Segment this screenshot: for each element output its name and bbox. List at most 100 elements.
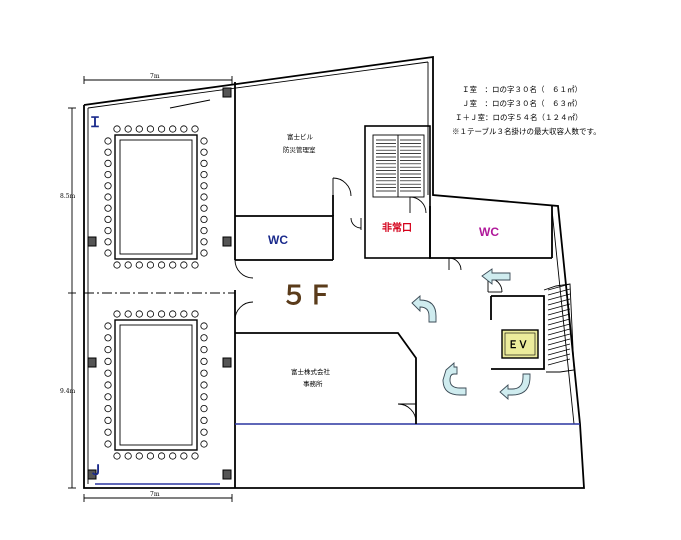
stair-tread xyxy=(547,323,571,331)
stair-tread xyxy=(547,333,571,341)
chair-icon xyxy=(104,357,112,365)
chair-icon xyxy=(191,452,199,460)
chair-icon xyxy=(200,440,208,448)
stair-tread xyxy=(547,343,571,351)
column xyxy=(222,469,232,480)
core-rooms xyxy=(235,125,553,271)
disaster-office-label-1: 富士ビル xyxy=(287,132,314,141)
column xyxy=(222,87,232,98)
chair-icon xyxy=(104,334,112,342)
stair-tread xyxy=(547,288,571,296)
chair-icon xyxy=(104,345,112,354)
legend-note: ※１テーブル３名掛けの最大収容人数です。 xyxy=(452,126,601,136)
chair-icon xyxy=(146,452,155,460)
chair-icon xyxy=(113,125,121,133)
chair-icon xyxy=(200,357,208,365)
stair-tread xyxy=(547,358,571,366)
room-i-height-dimension: 8.5m xyxy=(60,193,76,200)
chair-icon xyxy=(200,381,208,389)
arrow-left-icon xyxy=(481,268,511,285)
room-j-label: Ｊ xyxy=(89,463,103,479)
conference-room-walls xyxy=(84,82,580,488)
chair-icon xyxy=(113,261,121,269)
chair-icon xyxy=(104,428,112,436)
chair-icon xyxy=(135,310,143,318)
chair-icon xyxy=(157,452,166,460)
chair-icon xyxy=(200,148,208,156)
circulation-arrows xyxy=(411,268,531,400)
chair-icon xyxy=(104,381,112,389)
chair-icon xyxy=(104,416,112,424)
elevator-area xyxy=(487,277,575,373)
column xyxy=(87,469,97,480)
stair-tread xyxy=(547,338,571,346)
chair-icon xyxy=(200,345,208,354)
chair-icon xyxy=(200,238,208,246)
legend-room-ij: Ｉ＋Ｊ室：ロの字５４名（１２４㎡） xyxy=(455,112,583,122)
chair-icon xyxy=(169,261,177,269)
chair-icon xyxy=(180,125,188,133)
stair-tread xyxy=(547,298,571,306)
chair-icon xyxy=(146,125,155,133)
chair-icon xyxy=(180,310,188,318)
chair-icon xyxy=(104,440,112,448)
chair-icon xyxy=(104,238,112,246)
chair-icon xyxy=(146,310,155,318)
stair-tread xyxy=(547,308,571,316)
dimension-lines: 7m 8.5m 9.4m 7m xyxy=(60,73,233,502)
chair-icon xyxy=(200,227,208,235)
chair-icon xyxy=(200,393,208,401)
company-office-label-1: 富士株式会社 xyxy=(291,367,331,376)
column xyxy=(222,357,232,368)
room-j-height-dimension: 9.4m xyxy=(60,388,76,395)
column xyxy=(87,357,97,368)
floor-label: ５Ｆ xyxy=(281,280,333,310)
top-width-dimension: 7m xyxy=(150,73,160,80)
wc-left-label: WC xyxy=(268,233,288,247)
curved-arrow-icon xyxy=(411,295,437,323)
chair-icon xyxy=(104,215,112,223)
curved-arrow-icon xyxy=(499,373,531,400)
stair-tread xyxy=(547,328,571,336)
chair-icon xyxy=(200,334,208,342)
chair-icon xyxy=(104,369,112,377)
chair-icon xyxy=(113,310,121,318)
column xyxy=(222,236,232,247)
stair-tread xyxy=(547,293,571,301)
wc-right-label: WC xyxy=(479,225,499,239)
chair-icon xyxy=(104,322,112,330)
chair-icon xyxy=(200,404,208,413)
chair-icon xyxy=(200,428,208,436)
chair-icon xyxy=(169,452,177,460)
chair-icon xyxy=(124,452,132,460)
chair-icon xyxy=(104,159,112,167)
chair-icon xyxy=(200,249,208,257)
stair-tread xyxy=(547,318,571,326)
chair-icon xyxy=(124,310,132,318)
chair-icon xyxy=(169,125,177,133)
chair-icon xyxy=(180,261,188,269)
chair-icon xyxy=(200,322,208,330)
stair-tread xyxy=(547,283,571,291)
chair-icon xyxy=(191,261,199,269)
chair-icon xyxy=(135,125,143,133)
chair-icon xyxy=(200,182,208,190)
chair-icon xyxy=(191,125,199,133)
chair-icon xyxy=(200,416,208,424)
chair-icon xyxy=(200,159,208,167)
emergency-exit-label: 非常口 xyxy=(382,221,412,234)
chair-icon xyxy=(200,193,208,201)
legend-room-j: Ｊ室 ：ロの字３０名（ ６３㎡） xyxy=(462,98,582,108)
chair-icon xyxy=(104,137,112,145)
column xyxy=(87,236,97,247)
stair-tread xyxy=(547,303,571,311)
external-stair-outline xyxy=(543,283,575,373)
room-j-table-layout xyxy=(104,310,208,460)
company-office-walls xyxy=(235,332,417,424)
chair-icon xyxy=(104,404,112,413)
chair-icon xyxy=(146,261,155,269)
curved-arrow-icon xyxy=(442,362,467,396)
room-i-label: Ｉ xyxy=(88,115,102,131)
legend-room-i: Ｉ室 ：ロの字３０名（ ６１㎡） xyxy=(462,84,582,94)
